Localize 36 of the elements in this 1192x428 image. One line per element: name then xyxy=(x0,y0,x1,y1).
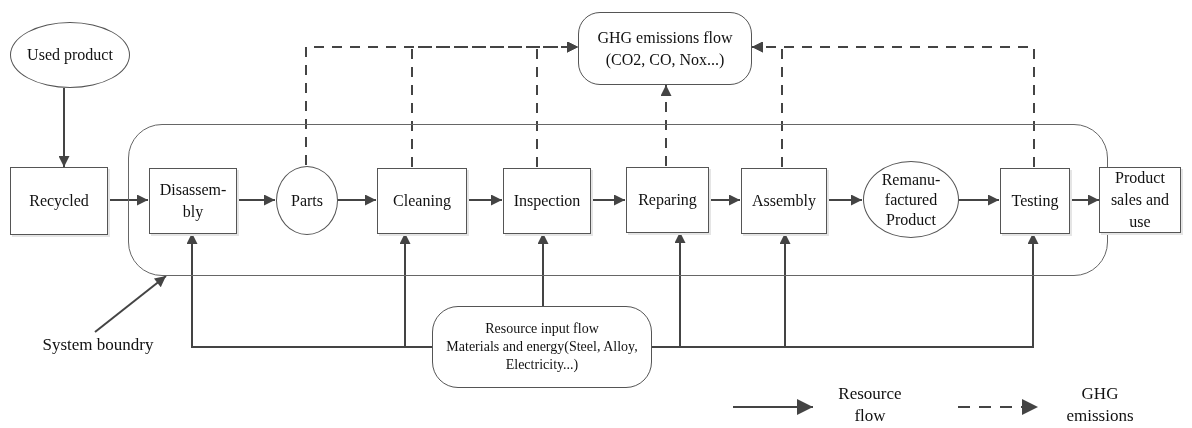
node-label: Parts xyxy=(291,190,323,211)
legend-label: GHG emissions xyxy=(1065,383,1135,427)
node-label: Used product xyxy=(27,45,113,65)
process-box xyxy=(377,168,467,234)
process-box xyxy=(741,168,827,234)
process-box xyxy=(503,168,591,234)
arrow xyxy=(94,275,167,333)
process-box xyxy=(10,167,108,235)
node-label: Reparing xyxy=(638,190,697,211)
process-box xyxy=(626,167,709,233)
rounded-box xyxy=(578,12,752,85)
node-label: System boundry xyxy=(42,334,154,357)
system-boundary xyxy=(128,124,1108,276)
dashed-arrow xyxy=(751,41,1035,168)
arrow xyxy=(58,87,70,168)
node-label: Remanu- factured Product xyxy=(880,169,942,230)
process-box xyxy=(149,168,237,234)
node-label: Recycled xyxy=(29,191,89,212)
process-box xyxy=(1099,167,1181,233)
dashed-arrow xyxy=(536,41,579,168)
node-label: Testing xyxy=(1011,191,1059,212)
node-label: Cleaning xyxy=(393,191,451,212)
arrow xyxy=(336,194,377,206)
dashed-arrow xyxy=(660,84,672,167)
arrow xyxy=(107,194,149,206)
node-label: GHG emissions flow (CO2, CO, Nox...) xyxy=(596,27,734,71)
arrow xyxy=(957,194,1000,206)
node-label: Disassem- bly xyxy=(158,180,228,223)
resource-box xyxy=(432,306,652,388)
process-box xyxy=(1000,168,1070,234)
node-label: Materials and energy(Steel, Alloy, Electricity...) xyxy=(445,338,639,374)
node-label: Inspection xyxy=(513,191,581,212)
node-label: Product sales and use xyxy=(1109,168,1171,232)
node-label: Assembly xyxy=(752,191,816,212)
node-label: Resource input flow xyxy=(485,320,599,338)
legend-label: Resource flow xyxy=(837,383,903,427)
